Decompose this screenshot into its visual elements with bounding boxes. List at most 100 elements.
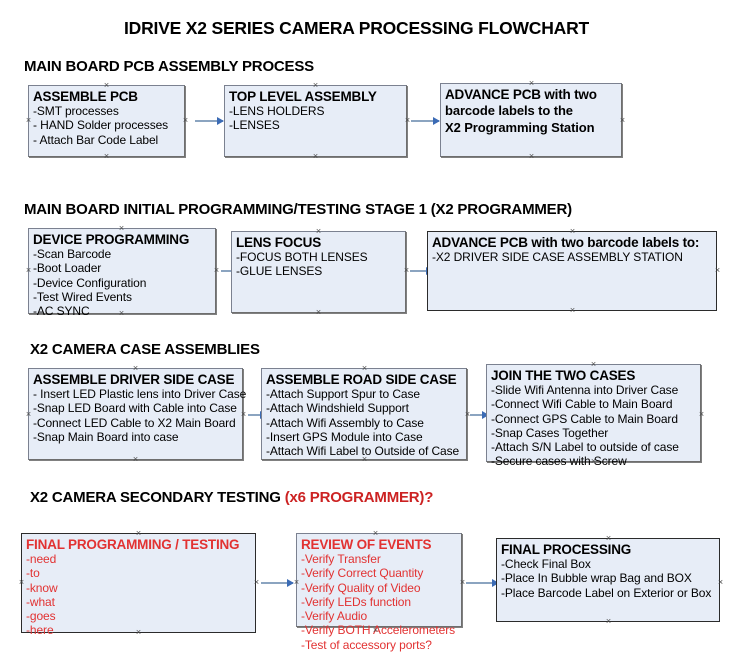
node-assemble-driver-side-case[interactable]: ASSEMBLE DRIVER SIDE CASE - Insert LED P…	[28, 368, 246, 460]
resize-handle[interactable]	[404, 117, 411, 124]
section-heading-x2-camera-secondary-testing: X2 CAMERA SECONDARY TESTING (x6 PROGRAMM…	[30, 489, 433, 506]
node-line: -SMT processes	[33, 104, 119, 118]
node-review-of-events[interactable]: REVIEW OF EVENTS -Verify Transfer -Verif…	[296, 533, 462, 652]
resize-handle[interactable]	[135, 530, 142, 537]
node-assemble-road-side-case[interactable]: ASSEMBLE ROAD SIDE CASE -Attach Support …	[261, 368, 467, 460]
node-line: -Check Final Box	[501, 557, 591, 571]
resize-handle[interactable]	[714, 267, 721, 274]
node-line: -FOCUS BOTH LENSES	[236, 250, 368, 264]
node-line: -Connect GPS Cable to Main Board	[491, 411, 678, 426]
resize-handle[interactable]	[605, 535, 612, 542]
node-header: TOP LEVEL ASSEMBLY	[229, 89, 377, 104]
node-advance-pcb-to-driver-side-case[interactable]: ADVANCE PCB with two barcode labels to: …	[427, 231, 717, 311]
resize-handle[interactable]	[590, 458, 597, 465]
resize-handle[interactable]	[293, 579, 300, 586]
resize-handle[interactable]	[605, 618, 612, 625]
node-line: - Attach Bar Code Label	[33, 132, 159, 147]
resize-handle[interactable]	[315, 228, 322, 235]
resize-handle[interactable]	[118, 310, 125, 317]
node-header: ADVANCE PCB with two barcode labels to:	[432, 235, 700, 250]
resize-handle[interactable]	[25, 411, 32, 418]
node-line: -Test Wired Events	[33, 289, 132, 304]
section-heading-red-text: (x6 PROGRAMMER)?	[284, 489, 434, 506]
resize-handle[interactable]	[25, 267, 32, 274]
node-line-overflow: -Test of accessory ports?	[301, 637, 432, 652]
resize-handle[interactable]	[312, 82, 319, 89]
section-heading-text: X2 CAMERA SECONDARY TESTING	[30, 489, 285, 506]
node-advance-pcb-to-programming-station[interactable]: ADVANCE PCB with two barcode labels to t…	[440, 83, 622, 157]
node-device-programming[interactable]: DEVICE PROGRAMMING -Scan Barcode -Boot L…	[28, 228, 216, 318]
node-line: -Boot Loader	[33, 261, 102, 276]
node-assemble-pcb[interactable]: ASSEMBLE PCB -SMT processes - HAND Solde…	[28, 85, 185, 157]
resize-handle[interactable]	[182, 117, 189, 124]
node-line: -Insert GPS Module into Case	[266, 429, 423, 444]
resize-handle[interactable]	[135, 629, 142, 636]
resize-handle[interactable]	[459, 579, 466, 586]
node-line: -Attach Support Spur to Case	[266, 387, 420, 401]
node-line: -Attach Wifi Assembly to Case	[266, 415, 424, 430]
node-top-level-assembly[interactable]: TOP LEVEL ASSEMBLY -LENS HOLDERS -LENSES	[224, 85, 407, 157]
resize-handle[interactable]	[698, 411, 705, 418]
resize-handle[interactable]	[103, 153, 110, 160]
node-final-programming-testing[interactable]: FINAL PROGRAMMING / TESTING -need -to -k…	[21, 533, 256, 637]
resize-handle[interactable]	[619, 117, 626, 124]
resize-handle[interactable]	[103, 82, 110, 89]
node-line: -LENSES	[229, 118, 280, 133]
resize-handle[interactable]	[132, 456, 139, 463]
node-line: -Place Barcode Label on Exterior or Box	[501, 585, 712, 600]
resize-handle[interactable]	[403, 267, 410, 274]
node-line: X2 Programming Station	[445, 120, 595, 135]
node-line: -AC SYNC	[33, 304, 90, 319]
resize-handle[interactable]	[569, 228, 576, 235]
resize-handle[interactable]	[240, 411, 247, 418]
resize-handle[interactable]	[590, 361, 597, 368]
resize-handle[interactable]	[569, 307, 576, 314]
node-header: JOIN THE TWO CASES	[491, 368, 636, 383]
node-join-the-two-cases[interactable]: JOIN THE TWO CASES -Slide Wifi Antenna i…	[486, 364, 701, 468]
node-header: ASSEMBLE ROAD SIDE CASE	[266, 372, 457, 387]
node-line: -Place In Bubble wrap Bag and BOX	[501, 571, 692, 586]
node-line: -Verify BOTH Accelerometers	[301, 623, 456, 638]
node-line: -Verify Quality of Video	[301, 580, 421, 595]
resize-handle[interactable]	[18, 579, 25, 586]
resize-handle[interactable]	[253, 579, 260, 586]
node-line: -Attach Windshield Support	[266, 401, 409, 416]
node-line: -Verify Audio	[301, 609, 368, 624]
node-line: -Device Configuration	[33, 275, 147, 290]
resize-handle[interactable]	[528, 153, 535, 160]
resize-handle[interactable]	[312, 153, 319, 160]
resize-handle[interactable]	[315, 309, 322, 316]
node-line: -X2 DRIVER SIDE CASE ASSEMBLY STATION	[432, 250, 683, 264]
node-line: -Verify Transfer	[301, 552, 381, 566]
resize-handle[interactable]	[717, 579, 724, 586]
node-line: -Snap Main Board into case	[33, 429, 179, 444]
resize-handle[interactable]	[361, 456, 368, 463]
node-header: ASSEMBLE PCB	[33, 89, 138, 104]
node-header: ADVANCE PCB with two	[445, 87, 597, 102]
node-line: -here	[26, 623, 54, 638]
node-line: -goes	[26, 609, 56, 624]
node-line: -know	[26, 580, 58, 595]
node-header: ASSEMBLE DRIVER SIDE CASE	[33, 372, 235, 387]
connector-arrow	[466, 579, 499, 587]
node-lens-focus[interactable]: LENS FOCUS -FOCUS BOTH LENSES -GLUE LENS…	[231, 231, 406, 313]
section-heading-main-board-pcb-assembly: MAIN BOARD PCB ASSEMBLY PROCESS	[24, 58, 314, 75]
resize-handle[interactable]	[25, 117, 32, 124]
node-line: -Verify LEDs function	[301, 594, 411, 609]
node-line: - HAND Solder processes	[33, 118, 169, 133]
node-header: FINAL PROCESSING	[501, 542, 632, 557]
node-line: -Attach S/N Label to outside of case	[491, 440, 679, 455]
resize-handle[interactable]	[132, 365, 139, 372]
resize-handle[interactable]	[528, 80, 535, 87]
resize-handle[interactable]	[372, 530, 379, 537]
node-line: -what	[26, 594, 55, 609]
section-heading-x2-camera-case-assemblies: X2 CAMERA CASE ASSEMBLIES	[30, 341, 260, 358]
node-line: -Snap Cases Together	[491, 425, 609, 440]
resize-handle[interactable]	[213, 267, 220, 274]
resize-handle[interactable]	[372, 627, 379, 634]
node-final-processing[interactable]: FINAL PROCESSING -Check Final Box -Place…	[496, 538, 720, 622]
resize-handle[interactable]	[361, 365, 368, 372]
resize-handle[interactable]	[118, 225, 125, 232]
node-header: REVIEW OF EVENTS	[301, 537, 432, 552]
